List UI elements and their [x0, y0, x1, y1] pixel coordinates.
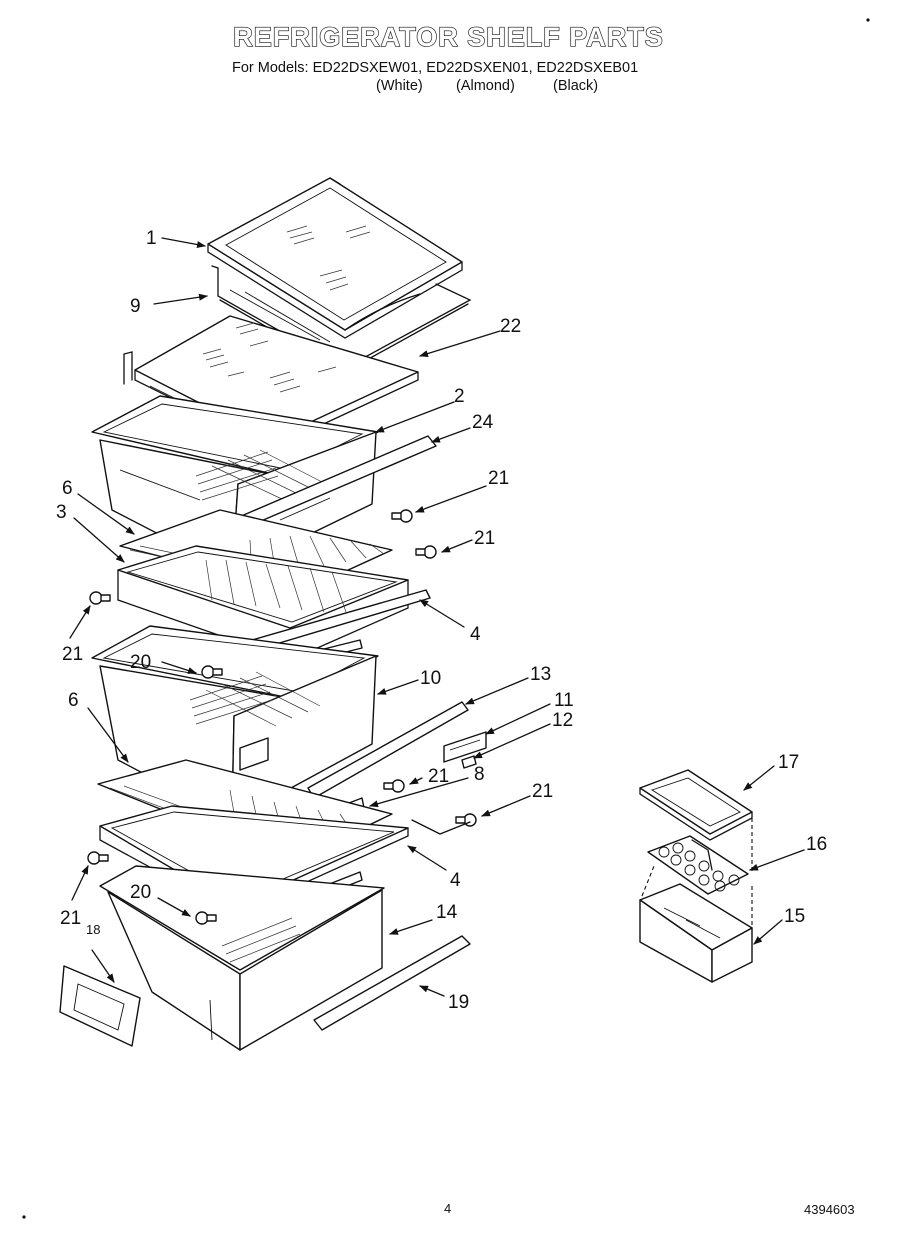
callout-21-f: 21 [60, 908, 81, 929]
assembly-dashed-line-3 [641, 865, 655, 897]
callout-21-b: 21 [474, 528, 495, 549]
part-16-egg-tray [647, 835, 749, 895]
callout-18: 18 [86, 922, 100, 937]
callout-6-lower: 6 [68, 690, 79, 711]
page-number: 4 [444, 1201, 452, 1216]
callout-16: 16 [806, 834, 827, 855]
part-17-egg-bin-lid [639, 769, 753, 841]
callout-21-d: 21 [428, 766, 449, 787]
callout-14: 14 [436, 902, 458, 923]
callout-8: 8 [474, 764, 485, 785]
callout-labels: 1 9 22 2 24 21 6 3 21 4 21 20 10 13 11 1… [56, 228, 827, 1013]
callout-3: 3 [56, 502, 67, 523]
part-number: 4394603 [804, 1202, 855, 1217]
bracket-link-line [411, 819, 471, 835]
callout-10: 10 [420, 668, 441, 689]
callout-20-upper: 20 [130, 652, 151, 673]
callout-24: 24 [472, 412, 494, 433]
part-1-glass-shelf [207, 177, 463, 339]
part-20-fasteners [195, 665, 223, 925]
callout-20-lower: 20 [130, 882, 151, 903]
callout-21-e: 21 [532, 781, 553, 802]
callout-22: 22 [500, 316, 521, 337]
callout-17: 17 [778, 752, 799, 773]
part-15-egg-bin [639, 883, 753, 983]
leader-arrows [69, 237, 805, 997]
page-title: REFRIGERATOR SHELF PARTS [233, 21, 664, 52]
callout-15: 15 [784, 906, 805, 927]
finish-white: (White) [376, 78, 423, 94]
callout-19: 19 [448, 992, 469, 1013]
callout-9: 9 [130, 296, 141, 317]
callout-2: 2 [454, 386, 465, 407]
callout-11: 11 [554, 690, 574, 711]
corner-marks [22, 18, 870, 1219]
callout-4-upper: 4 [470, 624, 481, 645]
finish-black: (Black) [553, 78, 599, 94]
models-line: For Models: ED22DSXEW01, ED22DSXEN01, ED… [232, 60, 639, 76]
callout-21-a: 21 [488, 468, 509, 489]
callout-12: 12 [552, 710, 573, 731]
part-14-bottom-pan [99, 865, 385, 1051]
part-18-label [59, 965, 141, 1047]
callout-13: 13 [530, 664, 551, 685]
part-10-crisper-pan [91, 625, 379, 821]
callout-1: 1 [146, 228, 157, 249]
callout-6-upper: 6 [62, 478, 73, 499]
finish-almond: (Almond) [456, 78, 515, 94]
callout-21-c: 21 [62, 644, 83, 665]
callout-4-lower: 4 [450, 870, 461, 891]
part-19-strip [313, 935, 471, 1031]
